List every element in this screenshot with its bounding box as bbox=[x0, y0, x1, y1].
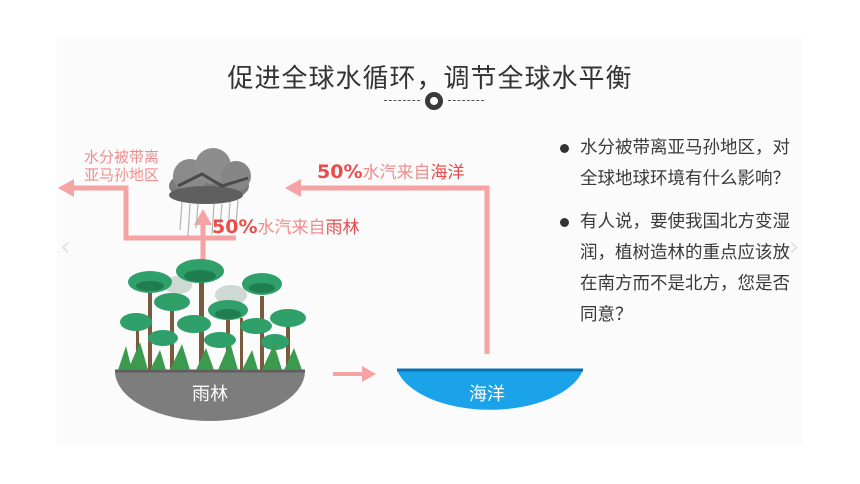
question-list: 水分被带离亚马孙地区，对全球地球环境有什么影响？ 有人说，要使我国北方变湿润，植… bbox=[560, 133, 790, 343]
rain-cloud-icon bbox=[169, 148, 251, 204]
rainforest-vapor-source: 雨林 bbox=[325, 218, 360, 238]
next-slide-chevron-icon[interactable]: › bbox=[789, 232, 800, 262]
ocean-vapor-text: 水汽来自 bbox=[362, 163, 431, 183]
slide-title: 促进全球水循环，调节全球水平衡 bbox=[227, 64, 633, 94]
ocean-vapor-arrow bbox=[297, 185, 490, 354]
rainforest-vapor-label: 50%水汽来自雨林 bbox=[212, 216, 360, 238]
outflow-arrowhead bbox=[58, 179, 74, 197]
outflow-arrow bbox=[70, 185, 236, 241]
ocean-basin bbox=[397, 370, 583, 410]
divider-badge-icon bbox=[425, 92, 443, 110]
divider-dash-left bbox=[384, 100, 420, 101]
rainforest-vapor-arrowhead bbox=[194, 209, 212, 225]
rainforest-ground-label: 雨林 bbox=[192, 384, 228, 405]
rainforest-vapor-text: 水汽来自 bbox=[257, 218, 326, 238]
outflow-label-line1: 水分被带离 bbox=[84, 148, 160, 166]
rain-lines bbox=[179, 199, 239, 237]
bullet-dot-icon bbox=[560, 218, 569, 227]
runoff-arrowhead bbox=[362, 366, 376, 382]
rainforest-trees-illustration bbox=[118, 259, 306, 370]
question-item: 有人说，要使我国北方变湿润，植树造林的重点应该放在南方而不是北方，您是否同意？ bbox=[560, 207, 790, 331]
bullet-dot-icon bbox=[560, 144, 569, 153]
title-divider bbox=[380, 90, 490, 112]
question-item: 水分被带离亚马孙地区，对全球地球环境有什么影响？ bbox=[560, 133, 790, 195]
question-text: 水分被带离亚马孙地区，对全球地球环境有什么影响？ bbox=[580, 138, 790, 189]
divider-dash-right bbox=[448, 100, 484, 101]
ocean-ground-label: 海洋 bbox=[469, 384, 505, 405]
ocean-vapor-percent: 50% bbox=[317, 161, 363, 183]
ocean-vapor-source: 海洋 bbox=[430, 163, 465, 183]
rainforest-ground bbox=[115, 371, 305, 421]
prev-slide-chevron-icon[interactable]: ‹ bbox=[60, 232, 71, 262]
ocean-vapor-arrowhead bbox=[285, 179, 301, 197]
question-text: 有人说，要使我国北方变湿润，植树造林的重点应该放在南方而不是北方，您是否同意？ bbox=[580, 212, 790, 325]
outflow-label: 水分被带离 亚马孙地区 bbox=[84, 148, 159, 184]
rainforest-vapor-percent: 50% bbox=[212, 216, 258, 238]
outflow-label-line2: 亚马孙地区 bbox=[84, 166, 160, 184]
ocean-vapor-label: 50%水汽来自海洋 bbox=[317, 161, 465, 183]
